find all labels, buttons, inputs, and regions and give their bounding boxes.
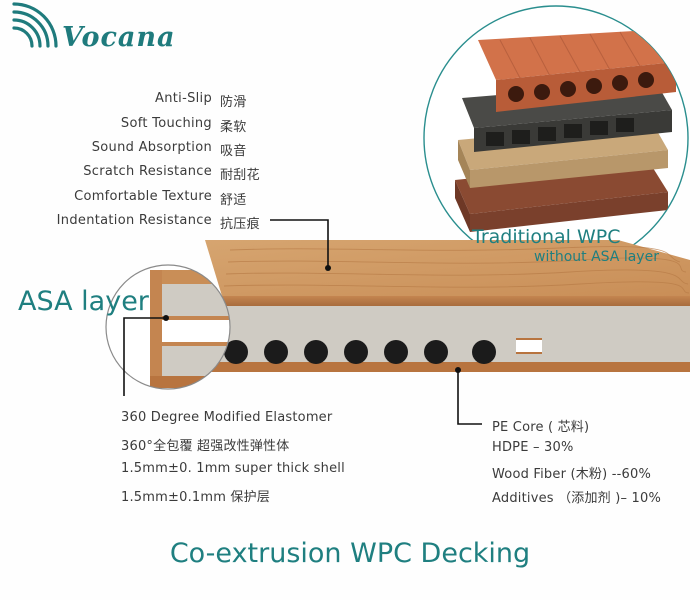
traditional-wpc-inset (423, 5, 689, 271)
asa-spec-2: 360°全包覆 超强改性弹性体 (121, 439, 290, 454)
feature-6-en: Indentation Resistance (56, 213, 212, 228)
asa-spec-4: 1.5mm±0.1mm 保护层 (121, 490, 271, 505)
core-spec-3: Wood Fiber (木粉) --60% (492, 467, 652, 482)
feature-4-en: Scratch Resistance (83, 164, 212, 179)
feature-5-zh: 舒适 (220, 193, 247, 208)
feature-3-zh: 吸音 (220, 144, 247, 159)
feature-4-zh: 耐刮花 (220, 168, 260, 183)
hollow-cores (224, 340, 496, 364)
feature-1-en: Anti-Slip (155, 91, 212, 106)
traditional-wpc-subtitle: without ASA layer (534, 249, 659, 265)
traditional-wpc-title: Traditional WPC (472, 226, 621, 248)
logo-mark (12, 2, 58, 48)
feature-6-zh: 抗压痕 (220, 217, 260, 232)
feature-3-en: Sound Absorption (91, 140, 212, 155)
core-spec-2: HDPE – 30% (492, 440, 574, 455)
brand-logo: Vocana (62, 22, 176, 53)
feature-1: Anti-Slip (155, 91, 212, 106)
core-spec-4: Additives （添加剂 )– 10% (492, 491, 662, 506)
footer-title: Co-extrusion WPC Decking (169, 538, 531, 569)
feature-2-zh: 柔软 (220, 120, 247, 135)
asa-layer-label: ASA layer (18, 286, 149, 317)
feature-5-en: Comfortable Texture (74, 189, 212, 204)
asa-spec-3: 1.5mm±0. 1mm super thick shell (121, 461, 345, 476)
wpc-board (168, 240, 690, 372)
core-spec-1: PE Core ( 芯料) (492, 420, 590, 435)
feature-2-en: Soft Touching (120, 116, 212, 131)
callout-lines (123, 219, 482, 425)
asa-spec-1: 360 Degree Modified Elastomer (121, 410, 333, 425)
feature-1-zh: 防滑 (220, 95, 247, 110)
